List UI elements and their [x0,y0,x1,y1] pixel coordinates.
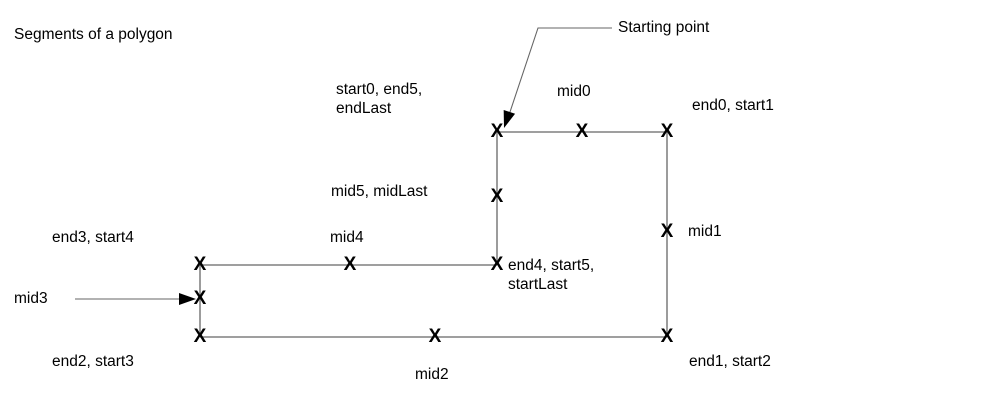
label-end0: end0, start1 [692,97,774,114]
vertex-marker-mid0: X [575,121,589,142]
vertex-marker-end1: X [660,326,674,347]
vertex-marker-mid4: X [343,254,357,275]
label-mid1: mid1 [688,223,722,240]
vertex-marker-start0: X [490,121,504,142]
vertex-marker-mid2: X [428,326,442,347]
vertex-marker-mid3: X [193,288,207,309]
label-mid5: mid5, midLast [331,183,428,200]
label-end2: end2, start3 [52,353,134,370]
annotation-arrowhead-icon [179,293,196,305]
label-end3: end3, start4 [52,229,134,246]
annotation-arrowhead-icon [503,109,516,128]
vertex-marker-mid5: X [490,186,504,207]
figure-title: Segments of a polygon [14,26,173,43]
vertex-marker-end0: X [660,121,674,142]
label-starting-point: Starting point [618,19,710,36]
label-start0: start0, end5, endLast [336,81,423,117]
vertex-marker-end4: X [490,254,504,275]
annotation-leader-line [507,27,612,119]
label-mid4: mid4 [330,229,364,246]
vertex-marker-mid1: X [660,221,674,242]
label-end1: end1, start2 [689,353,771,370]
label-mid0: mid0 [557,83,591,100]
vertex-marker-end2: X [193,326,207,347]
label-end4: end4, start5, startLast [508,257,595,293]
vertex-marker-end3: X [193,254,207,275]
label-mid2: mid2 [415,366,449,383]
label-mid3: mid3 [14,290,48,307]
